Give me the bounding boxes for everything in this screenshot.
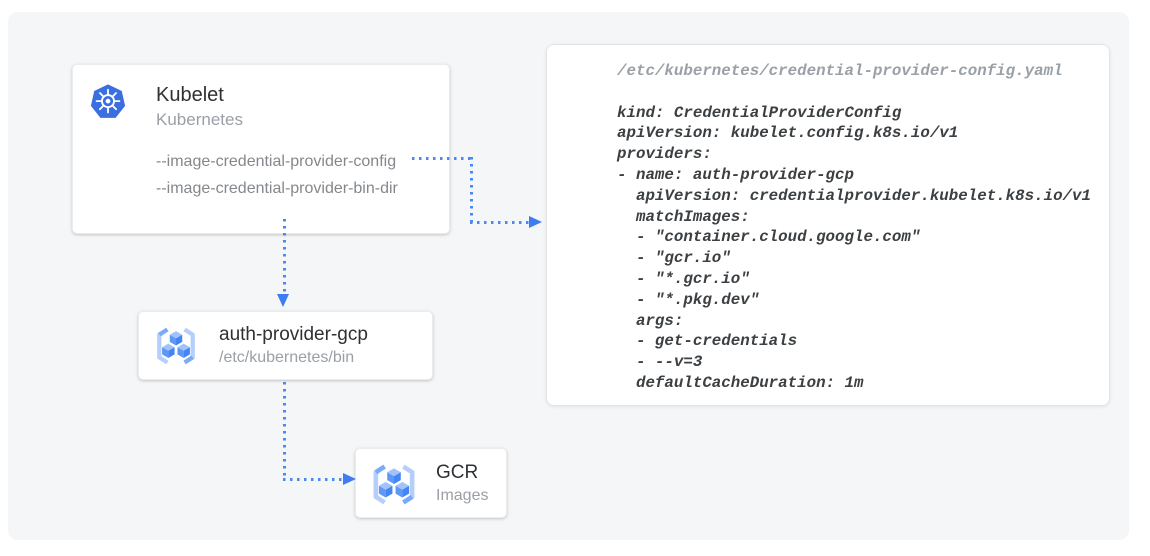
kubelet-flag-bin-dir: --image-credential-provider-bin-dir (156, 179, 398, 197)
kubelet-flag-config: --image-credential-provider-config (156, 153, 397, 170)
arrow-segment (283, 382, 286, 480)
arrow-segment (470, 157, 473, 223)
kubernetes-icon (89, 81, 127, 127)
arrowhead-right-icon (343, 473, 356, 485)
arrow-segment (412, 157, 472, 160)
credential-provider-config-panel: /etc/kubernetes/credential-provider-conf… (546, 44, 1110, 406)
gcr-subtitle: Images (436, 487, 489, 504)
arrow-segment (283, 478, 343, 481)
gcr-node-card: GCR Images (355, 448, 507, 518)
auth-provider-path: /etc/kubernetes/bin (219, 349, 355, 366)
arrowhead-down-icon (277, 294, 289, 307)
arrow-segment (470, 221, 529, 224)
yaml-code-block: kind: CredentialProviderConfig apiVersio… (617, 103, 1091, 392)
yaml-file-path: /etc/kubernetes/credential-provider-conf… (617, 62, 1063, 80)
auth-provider-node-card: auth-provider-gcp /etc/kubernetes/bin (138, 311, 433, 380)
gcr-title: GCR (436, 462, 479, 483)
arrowhead-right-icon (529, 216, 542, 228)
kubelet-node-card: Kubelet Kubernetes --image-credential-pr… (72, 64, 450, 234)
arrow-segment (283, 219, 286, 294)
container-registry-icon (153, 325, 199, 372)
kubelet-subtitle: Kubernetes (156, 110, 243, 129)
gcr-registry-icon (369, 462, 419, 512)
auth-provider-title: auth-provider-gcp (219, 324, 368, 345)
kubelet-title: Kubelet (156, 84, 224, 106)
